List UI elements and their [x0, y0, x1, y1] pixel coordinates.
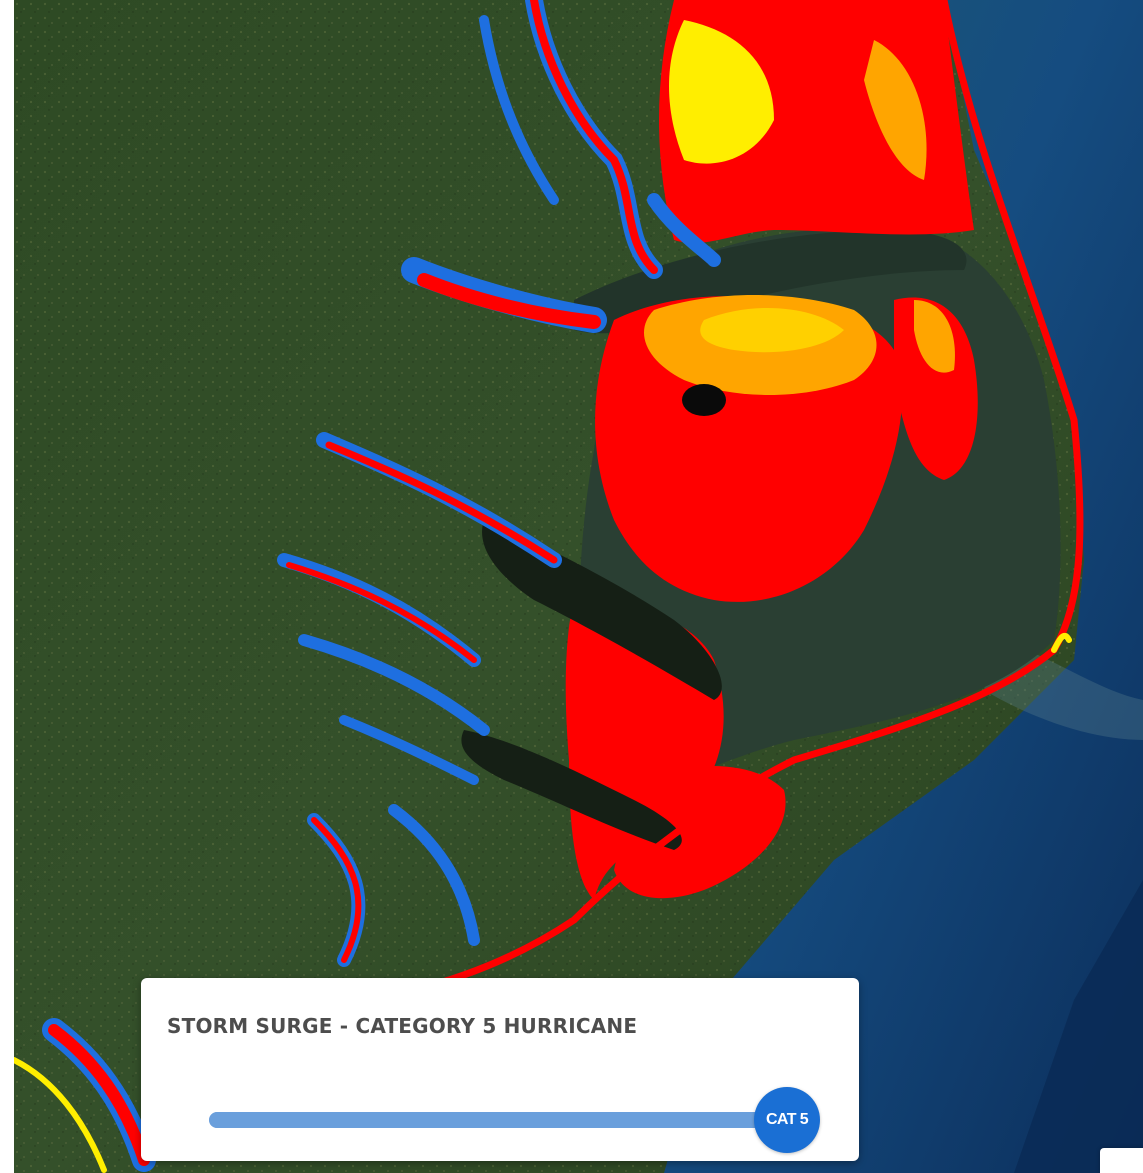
satellite-map[interactable]	[14, 0, 1143, 1173]
surge-zone-yellow	[700, 307, 844, 353]
pamlico-river	[482, 520, 722, 700]
neuse-river	[461, 730, 682, 850]
surge-zone-east	[894, 297, 978, 480]
surge-zone-southeast	[614, 766, 786, 899]
panel-title: STORM SURGE - CATEGORY 5 HURRICANE	[167, 1014, 638, 1038]
surge-zone-east-orange	[914, 300, 955, 373]
ocean-sediment	[984, 640, 1143, 740]
ocean	[664, 0, 1143, 1173]
outer-banks-highlight	[1051, 632, 1072, 653]
river-surge-fingers	[14, 0, 721, 1173]
slider-thumb[interactable]: CAT 5	[754, 1087, 820, 1153]
outer-banks	[410, 0, 1084, 994]
map-canvas[interactable]	[14, 0, 1143, 1173]
map-corner-control[interactable]	[1100, 1148, 1143, 1173]
storm-surge-panel: STORM SURGE - CATEGORY 5 HURRICANE CAT 5	[141, 978, 859, 1161]
surge-zone-north-orange	[864, 40, 927, 180]
surge-zone-north-yellow	[669, 20, 774, 164]
slider-fill	[209, 1112, 787, 1128]
continental-shelf	[1014, 880, 1143, 1173]
category-slider[interactable]: CAT 5	[209, 1087, 820, 1153]
lake-mattamuskeet	[682, 384, 726, 416]
